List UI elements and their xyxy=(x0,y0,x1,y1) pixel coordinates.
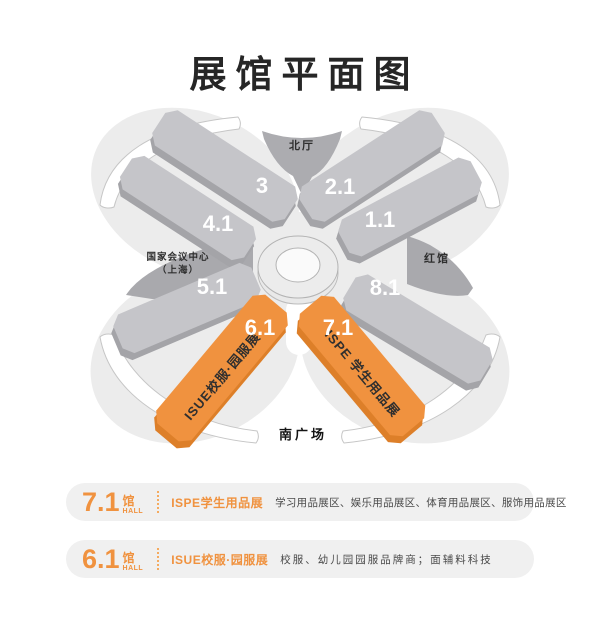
convention-center-label-line1: 国家会议中心 xyxy=(146,251,209,263)
legend-hall-cn: 馆 xyxy=(122,494,135,508)
legend-exhibition-name: ISPE学生用品展 xyxy=(171,495,264,510)
legend-dotted-divider xyxy=(157,491,160,513)
north-hall-label: 北厅 xyxy=(289,138,315,152)
hall-6-1-label: 6.1 xyxy=(245,315,276,340)
red-hall-label: 红馆 xyxy=(424,251,450,265)
legend-dotted-divider xyxy=(157,548,160,570)
legend-row-hall-7-1: 7.1 馆 HALL ISPE学生用品展 学习用品展区、娱乐用品展区、体育用品展… xyxy=(66,483,566,521)
hall-2-1-label: 2.1 xyxy=(325,174,356,199)
legend-hall-en: HALL xyxy=(122,508,144,515)
legend-hall-number: 7.1 xyxy=(82,486,120,517)
hall-5-1-label: 5.1 xyxy=(197,274,228,299)
hall-8-1-label: 8.1 xyxy=(370,275,401,300)
legend-exhibition-desc: 学习用品展区、娱乐用品展区、体育用品展区、服饰用品展区 xyxy=(275,496,567,509)
hall-1-1-label: 1.1 xyxy=(365,207,396,232)
floor-plan-map: 北厅 国家会议中心 （上海） 红馆 xyxy=(90,105,510,455)
legend-exhibition-desc: 校服、幼儿园园服品牌商；面辅料科技 xyxy=(280,553,493,566)
legend-hall-en: HALL xyxy=(122,565,144,572)
page-title: 展馆平面图 xyxy=(189,54,420,95)
legend-hall-number: 6.1 xyxy=(82,543,120,574)
north-hall-shape xyxy=(262,131,342,195)
legend-hall-unit: 馆 HALL xyxy=(123,489,144,515)
legend-row-hall-6-1: 6.1 馆 HALL ISUE校服·园服展 校服、幼儿园园服品牌商；面辅料科技 xyxy=(66,540,534,578)
hall-3-label: 3 xyxy=(256,173,268,198)
legend-hall-cn: 馆 xyxy=(122,551,135,565)
legend-exhibition-name: ISUE校服·园服展 xyxy=(171,552,269,567)
south-plaza-label: 南广场 xyxy=(279,427,327,442)
legend-hall-unit: 馆 HALL xyxy=(123,546,144,572)
convention-center-label-line2: （上海） xyxy=(157,264,199,276)
hall-7-1-label: 7.1 xyxy=(323,315,354,340)
hall-4-1-label: 4.1 xyxy=(203,211,234,236)
central-ring xyxy=(257,235,339,305)
red-hall-shape xyxy=(407,236,473,296)
